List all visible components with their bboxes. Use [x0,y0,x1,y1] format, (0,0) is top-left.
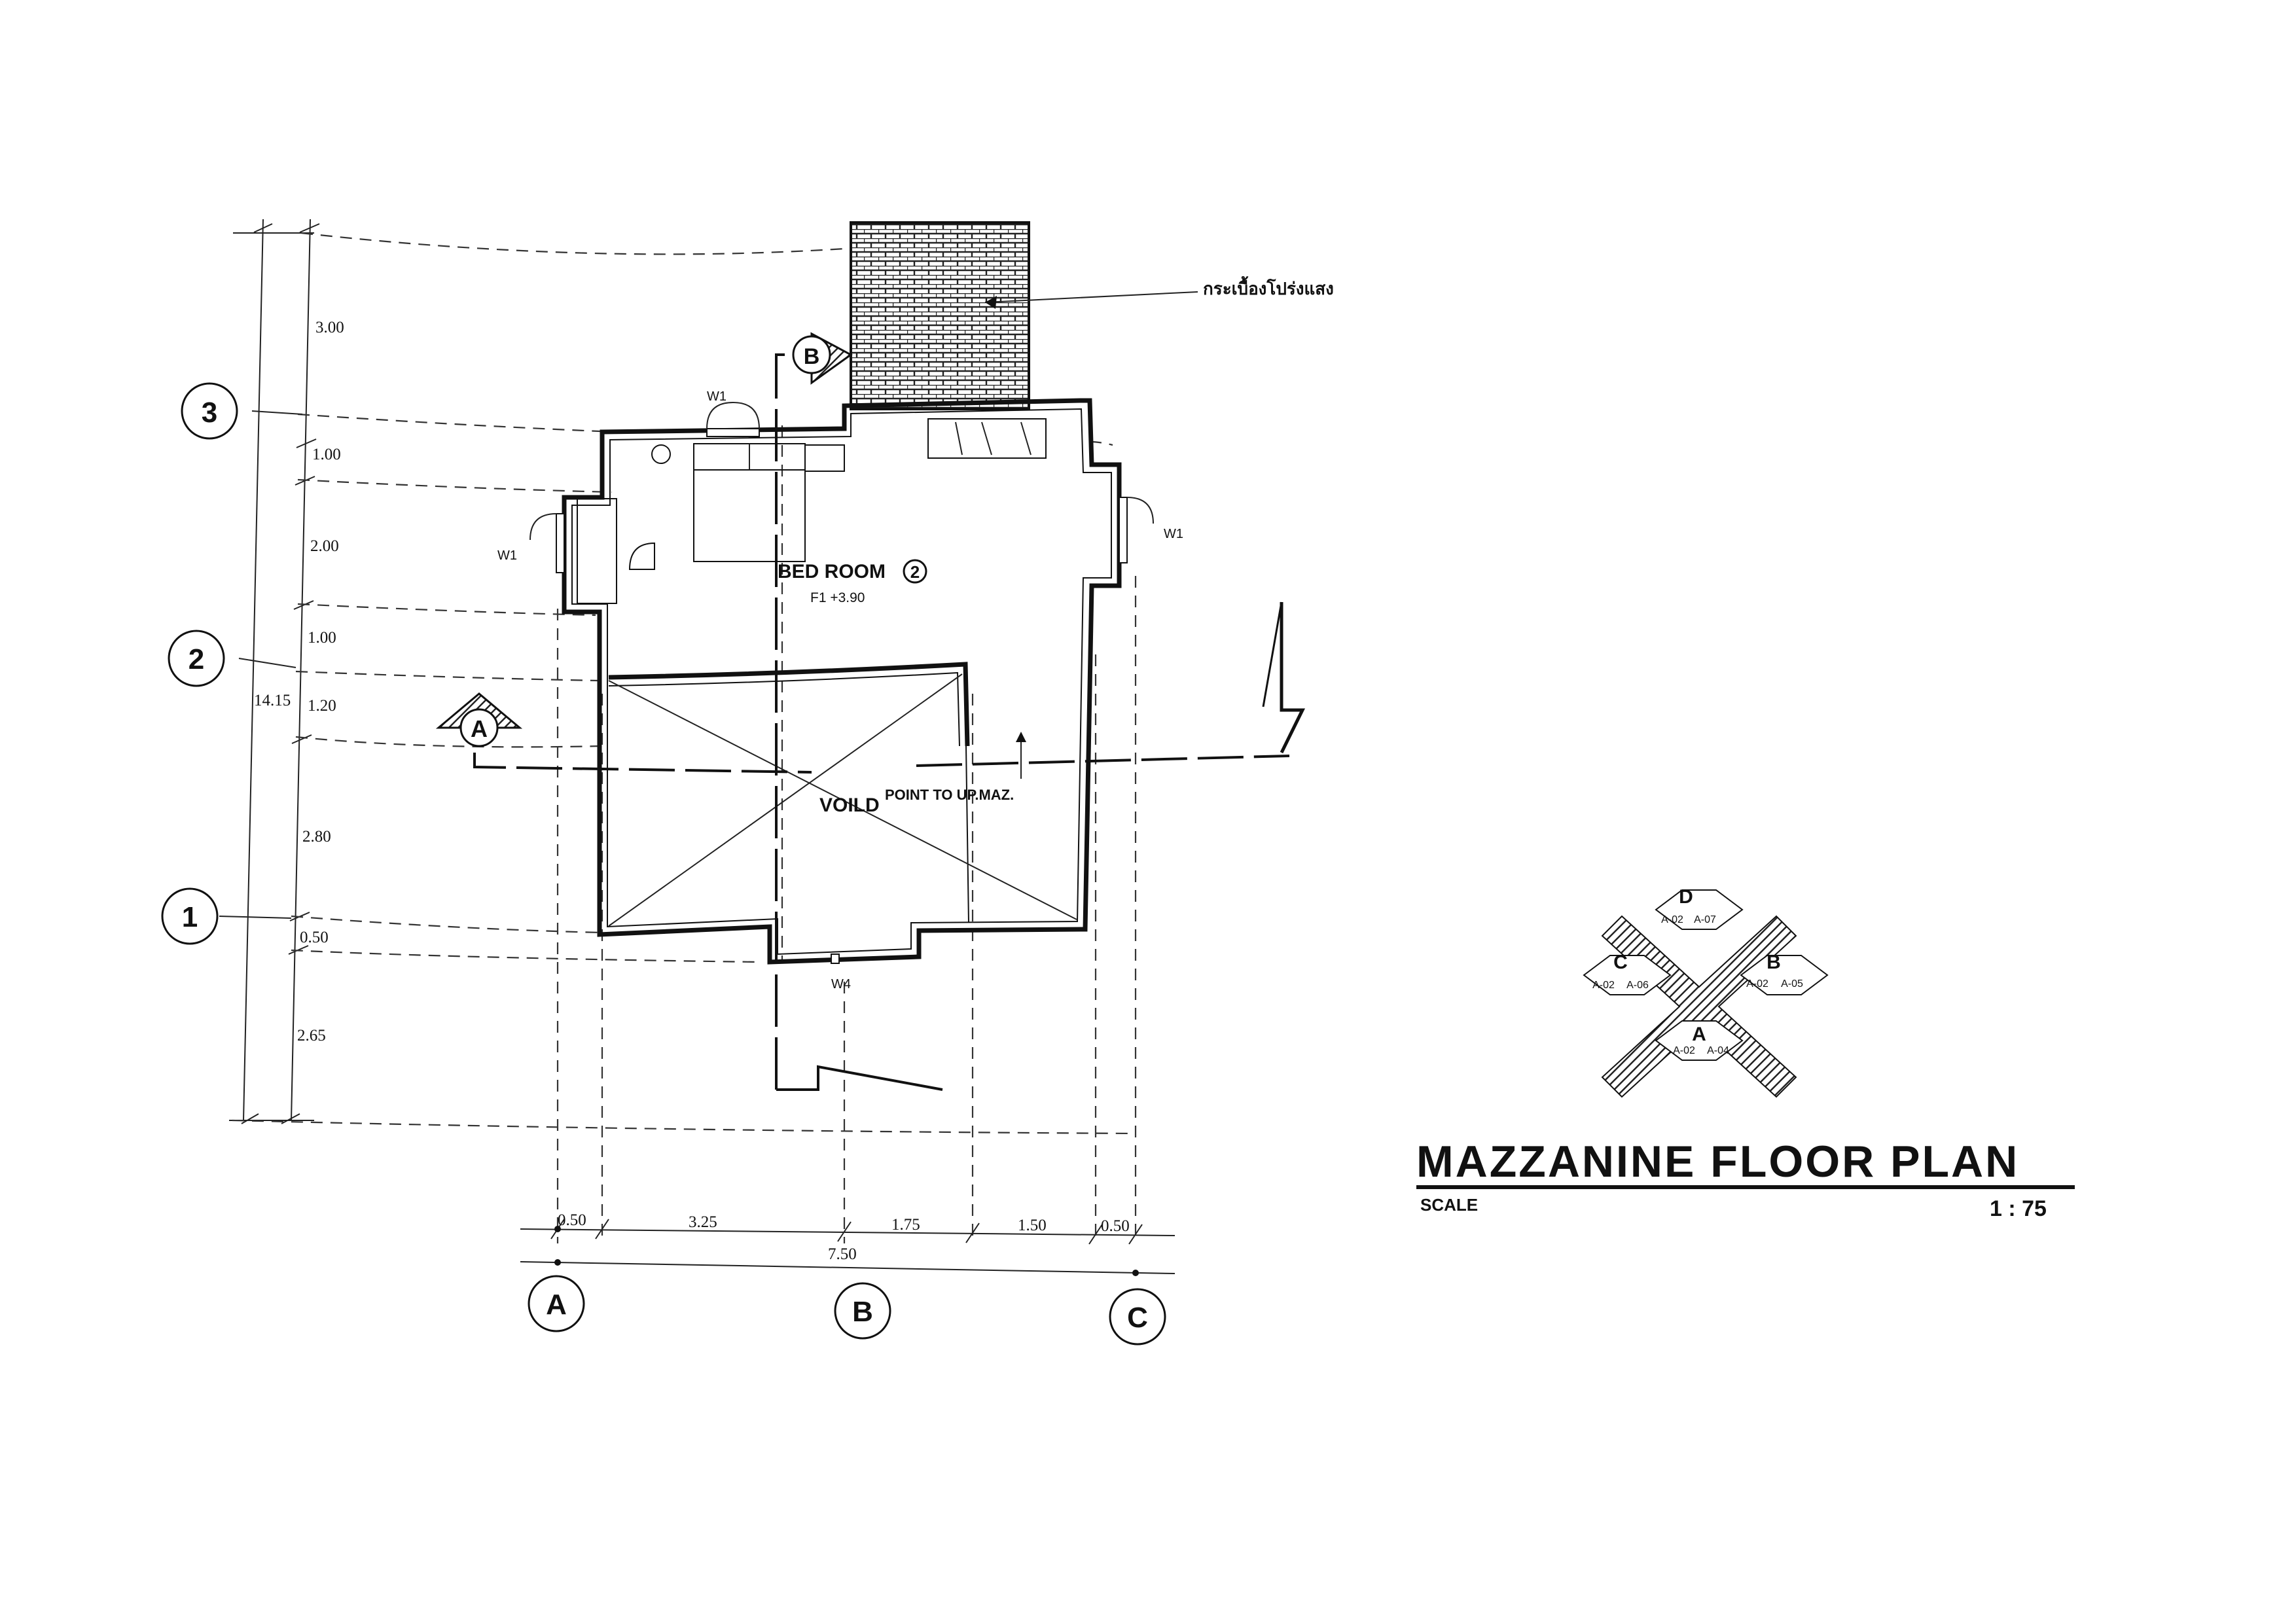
dim-h-1-75: 1.75 [891,1216,920,1234]
key-ref-a-1: A-02 [1673,1045,1695,1056]
grid-label-2: 2 [188,643,204,675]
key-letter-c: C [1613,952,1628,973]
section-line-b [775,332,943,1091]
key-ref-a-2: A-04 [1707,1045,1729,1056]
grid-bubble-b [834,1282,891,1340]
key-letter-d: D [1679,886,1693,908]
void-note: POINT TO UP.MAZ. [885,787,1014,803]
grid-label-a: A [546,1289,567,1321]
horizontal-dimension-lines [520,1219,1175,1276]
dim-v-2-80: 2.80 [302,828,331,846]
grid-bubble-c [1109,1288,1166,1346]
section-line-a [435,601,1306,774]
window-tag-w1-left: W1 [497,548,517,563]
key-ref-d-2: A-07 [1694,914,1716,925]
dim-h-3-25: 3.25 [689,1213,717,1231]
grid-label-b: B [852,1296,873,1328]
key-ref-b-1: A-02 [1746,978,1768,990]
grid-label-3: 3 [202,397,217,429]
dim-total-horizontal: 7.50 [828,1245,857,1263]
roof-tile-annotation: กระเบื้องโปร่งแสง [1203,276,1334,298]
windows [529,402,1154,964]
floor-level: F1 +3.90 [810,590,865,605]
grid-bubble-2 [168,630,296,687]
key-ref-c-1: A-02 [1592,980,1615,991]
bedroom-label: BED ROOM [778,561,886,582]
bedroom-number-circle [903,559,927,584]
grid-bubble-3 [181,382,303,440]
scale-label: SCALE [1420,1195,1478,1215]
key-letter-b: B [1767,952,1781,973]
dim-v-0-50: 0.50 [300,929,329,946]
section-b-label: B [804,344,820,369]
key-plan [1583,889,1829,1098]
window-tag-w4: W4 [831,977,851,991]
section-a-label: A [471,715,488,742]
vertical-dimension-lines [229,219,320,1124]
dim-v-1-00b: 1.00 [308,629,336,647]
key-ref-c-2: A-06 [1626,980,1649,991]
window-tag-w1-top: W1 [707,389,726,404]
dim-v-2-00: 2.00 [310,537,339,555]
building-walls [562,398,1122,965]
grid-label-c: C [1127,1302,1148,1334]
dim-total-vertical: 14.15 [254,692,291,709]
dim-h-0-50b: 0.50 [1101,1217,1130,1235]
scale-value: 1 : 75 [1990,1196,2047,1221]
drawing-title: MAZZANINE FLOOR PLAN [1416,1137,2019,1186]
key-ref-d-1: A-02 [1661,914,1683,925]
vertical-grid-dashes [556,425,1137,1243]
grid-bubble-1 [161,887,292,945]
bedroom-number: 2 [910,562,920,582]
dim-h-0-50a: 0.50 [558,1211,586,1229]
grid-bubble-a [528,1275,585,1332]
translucent-roof-tiles [850,221,1030,410]
desk-and-chair [577,498,655,604]
key-ref-b-2: A-05 [1781,978,1803,990]
bathroom-fixtures [651,418,1047,472]
bed [693,443,806,562]
window-tag-w1-right: W1 [1164,527,1183,541]
dim-v-3-00: 3.00 [315,319,344,336]
dim-h-1-50: 1.50 [1018,1217,1047,1234]
dim-v-1-20: 1.20 [308,697,336,715]
dim-v-2-65: 2.65 [297,1027,326,1044]
dim-v-1-00a: 1.00 [312,446,341,463]
void-label: VOILD [819,794,880,816]
grid-label-1: 1 [182,901,198,933]
key-letter-a: A [1692,1024,1706,1045]
